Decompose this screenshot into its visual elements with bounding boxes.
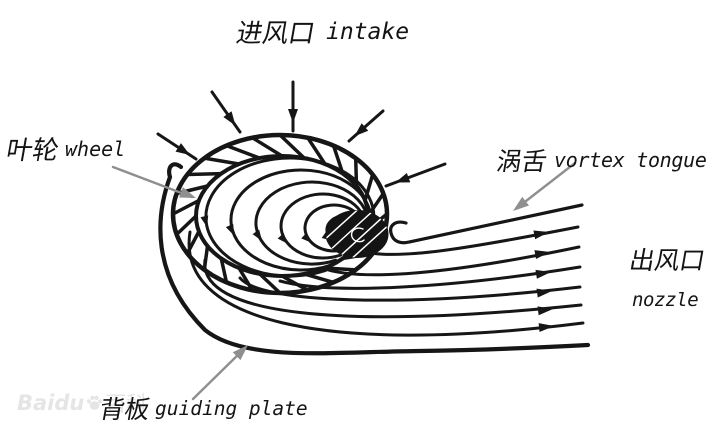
watermark-text-cjk: 百科 <box>105 392 148 416</box>
leader-arrowheads <box>179 187 529 361</box>
guiding-plate-curve <box>158 162 591 356</box>
label-outlet-en-text: nozzle <box>632 289 699 311</box>
watermark-text: Baidu <box>17 391 85 415</box>
wheel-leader-arrow <box>111 165 194 199</box>
spiral-flow-arrowheads <box>200 215 333 244</box>
vortex-tongue-line <box>389 203 584 245</box>
baidu-watermark: Baidu 百科 <box>17 388 147 418</box>
label-guiding-plate: 背板 guiding plate <box>97 390 308 426</box>
title-zh: 进风口 <box>233 19 318 49</box>
plate-leader-arrow <box>191 346 247 401</box>
outlet-flow-arrowheads <box>533 230 554 333</box>
label-wheel-en: wheel <box>65 136 126 161</box>
intake-arrowheads <box>175 109 411 183</box>
label-wheel-zh: 叶轮 <box>3 136 62 166</box>
label-plate-zh: 背板 <box>97 395 153 424</box>
label-outlet-zh-text: 出风口 <box>627 246 708 275</box>
label-outlet-zh: 出风口 <box>627 241 708 277</box>
title-en: intake <box>326 18 410 45</box>
label-vortex-en: vortex tongue <box>554 148 707 172</box>
hub <box>325 210 389 258</box>
label-wheel: 叶轮 wheel <box>3 130 126 167</box>
title-intake: 进风口 intake <box>233 13 410 50</box>
label-plate-en: guiding plate <box>155 396 308 420</box>
label-vortex-tongue: 涡舌 vortex tongue <box>494 142 707 178</box>
vortex-leader-arrow <box>515 161 577 210</box>
outlet-streamlines <box>187 225 585 337</box>
label-outlet-en: nozzle <box>632 289 699 311</box>
label-vortex-zh: 涡舌 <box>494 147 550 176</box>
leader-arrows <box>111 161 577 401</box>
paw-icon <box>87 395 103 410</box>
